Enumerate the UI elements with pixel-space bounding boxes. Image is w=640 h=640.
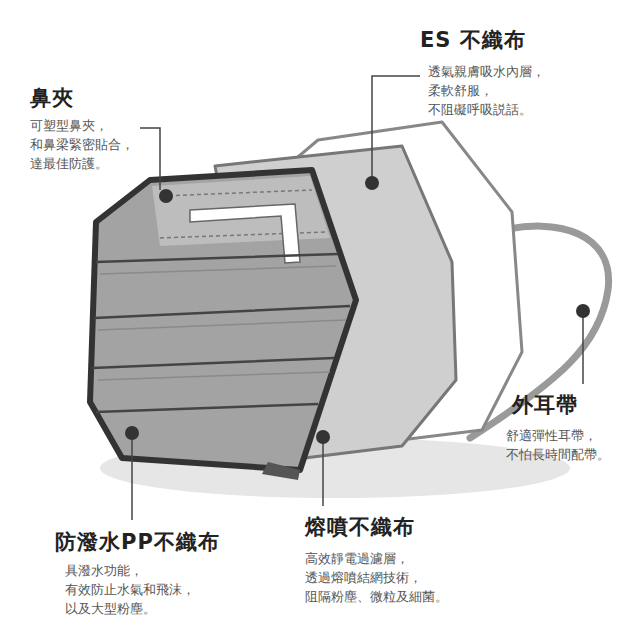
stitch [162,190,312,196]
leader-line [322,437,324,506]
pleat [98,266,346,380]
part-description: 高效靜電過濾層， 透過熔噴結網技術， 阻隔粉塵、微粒及細菌。 [305,549,470,606]
callout-dot [576,304,590,318]
nose-clip [190,204,300,263]
leader-line [582,311,584,384]
part-description: 舒適彈性耳帶， 不怕長時間配帶。 [506,426,636,464]
callout-dot [125,426,139,440]
leader-line [140,128,160,190]
part-name: 鼻夾 [30,84,74,112]
leader-line [372,76,420,183]
part-name: 外耳帶 [512,391,578,419]
pp-layer [90,170,356,470]
callout-dot [159,189,173,203]
pleat [92,254,350,412]
part-description: 透氣親膚吸水內層， 柔軟舒服， 不阻礙呼吸説話。 [428,62,578,119]
part-description: 可塑型鼻夾， 和鼻梁緊密貼合， 達最佳防護。 [30,116,160,173]
part-description: 具潑水功能， 有效防止水氣和飛沫， 以及大型粉塵。 [65,561,225,618]
callout-dot [365,176,379,190]
part-name: 防潑水PP不織布 [55,528,220,556]
leader-line [131,433,133,520]
part-name: ES 不織布 [420,26,526,54]
part-name: 熔噴不織布 [305,513,415,541]
edge-tab [262,462,300,480]
callout-dot [316,430,330,444]
stitch [160,232,328,238]
